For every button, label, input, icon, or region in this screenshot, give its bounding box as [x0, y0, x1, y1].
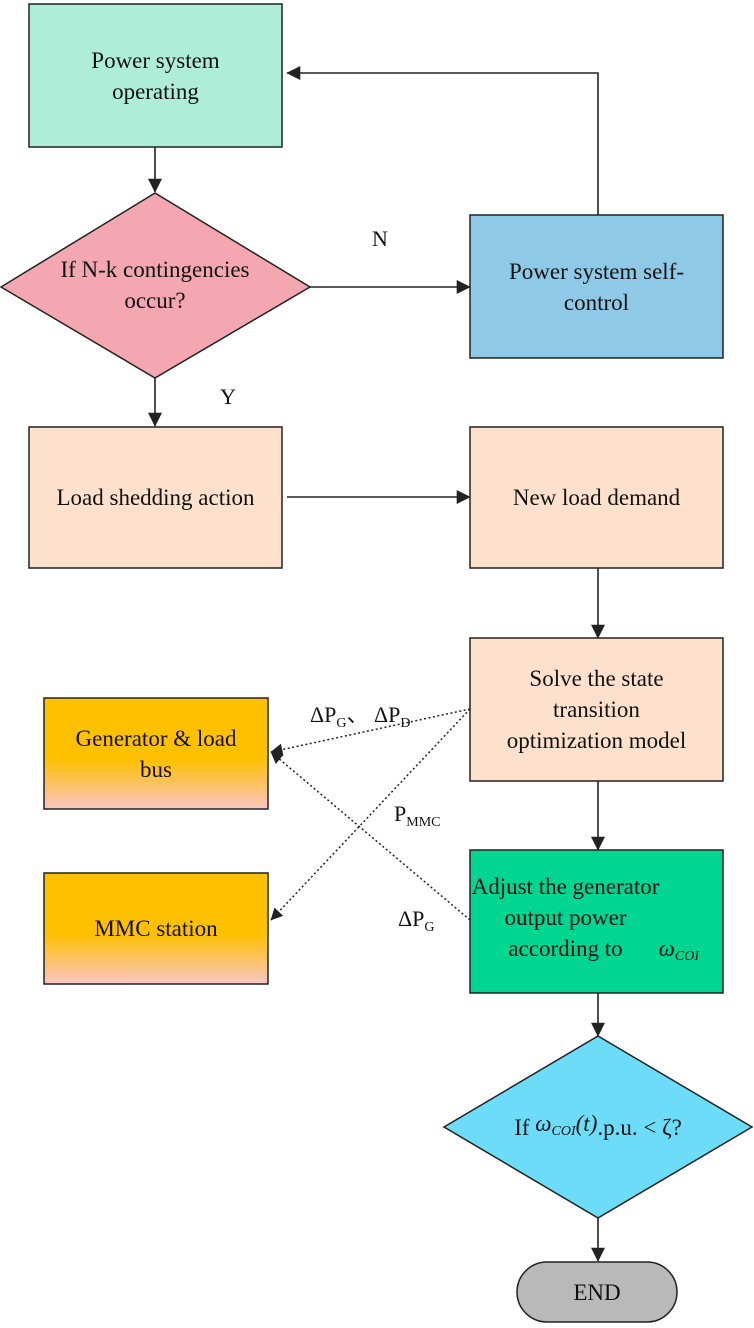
dotted-arrow-solve-to-mmc-station [270, 708, 471, 921]
end-terminal [516, 1261, 678, 1323]
mmc-station-box [43, 872, 269, 985]
solve-model-label: Solve the state transition optimization … [506, 666, 687, 753]
generator-load-bus-label: Generator & load bus [75, 725, 237, 782]
generator-load-bus-box [43, 697, 269, 810]
self-control-box [469, 214, 724, 359]
end-label: END [573, 1279, 621, 1305]
connectors [148, 66, 605, 1262]
delta-pg-label: ΔPG [398, 906, 435, 935]
mmc-station-label: MMC station [94, 916, 218, 941]
contingency-decision-diamond [0, 192, 312, 379]
solve-model-box [469, 637, 724, 782]
no-branch-label: N [372, 226, 388, 251]
power-system-operating-label: Power system operating [91, 47, 220, 104]
frequency-check-suffix: .p.u. < ζ? [597, 1114, 682, 1140]
power-system-operating-box [28, 3, 283, 148]
self-control-label: Power system self- control [508, 258, 685, 315]
adjust-generator-text: Adjust the generator output power accord… [471, 874, 660, 961]
new-load-demand-label: New load demand [512, 485, 681, 510]
adjust-omega-symbol: ωCOI [658, 936, 699, 964]
load-shedding-label: Load shedding action [56, 485, 255, 510]
arrow-self-control-back-to-start [286, 66, 599, 215]
p-mmc-label: PMMC [394, 801, 441, 830]
adjust-generator-box [469, 849, 724, 994]
load-shedding-box [28, 426, 283, 569]
frequency-omega-symbol: ωCOI(t) [535, 1110, 598, 1139]
delta-pg-pd-label: ΔPG、 ΔPD [310, 702, 411, 731]
yes-branch-label: Y [220, 384, 236, 409]
adjust-generator-label: Adjust the generator output power accord… [470, 850, 723, 993]
dotted-arrow-adjust-to-generator-bus [270, 751, 471, 921]
new-load-demand-box [469, 426, 724, 569]
frequency-check-label: If ωCOI(t).p.u. < ζ? [470, 1097, 726, 1157]
contingency-decision-label: If N-k contingencies occur? [60, 257, 250, 313]
frequency-check-prefix: If [514, 1114, 530, 1140]
dotted-connectors [270, 708, 471, 921]
frequency-check-diamond [442, 1035, 754, 1219]
